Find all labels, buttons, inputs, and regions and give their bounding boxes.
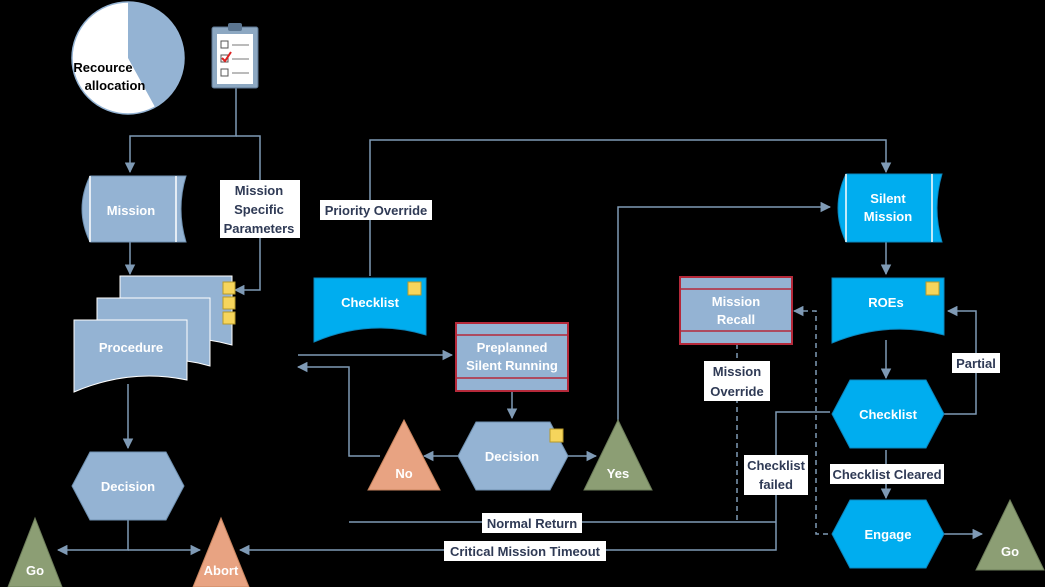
- silent-mission-node: [837, 173, 943, 243]
- roes-label: ROEs: [868, 295, 903, 310]
- yes-node: [583, 418, 653, 491]
- decision-mid-label: Decision: [485, 449, 539, 464]
- procedure-label: Procedure: [99, 340, 163, 355]
- resource-allocation-pie: [71, 1, 185, 115]
- decision-left-node: [71, 451, 185, 521]
- edge-label-mission-specific-2: Specific: [234, 202, 284, 217]
- edge-label-checklist-failed-2: failed: [759, 477, 793, 492]
- resource-allocation-label-1: Recource: [73, 60, 132, 75]
- engage-label: Engage: [865, 527, 912, 542]
- edge-label-priority-override-text: Priority Override: [325, 203, 428, 218]
- edge-label-checklist-cleared: Checklist Cleared: [830, 464, 944, 484]
- edge-label-mission-override-1: Mission: [713, 364, 761, 379]
- preplanned-label-1: Preplanned: [477, 340, 548, 355]
- procedure-node: [73, 275, 236, 393]
- abort-node: [192, 516, 250, 587]
- checklist-right-label: Checklist: [859, 407, 917, 422]
- decision-mid-node: [457, 421, 569, 491]
- go-left-node: [7, 516, 63, 587]
- mission-recall-node: [679, 276, 793, 345]
- edge-label-mission-override-2: Override: [710, 384, 763, 399]
- checklist-right-node: [831, 379, 945, 449]
- checklist-left-node: [313, 277, 427, 343]
- preplanned-label-2: Silent Running: [466, 358, 558, 373]
- checklist-left-label: Checklist: [341, 295, 399, 310]
- edge-label-normal-return: Normal Return: [482, 513, 582, 533]
- mission-node: [81, 175, 187, 243]
- edge-label-normal-return-text: Normal Return: [487, 516, 577, 531]
- go-left-label: Go: [26, 563, 44, 578]
- no-label: No: [395, 466, 412, 481]
- edge-label-critical-timeout: Critical Mission Timeout: [444, 541, 606, 561]
- edge-label-priority-override: Priority Override: [320, 200, 432, 220]
- edge-label-mission-specific-3: Parameters: [224, 221, 295, 236]
- edge-label-critical-timeout-text: Critical Mission Timeout: [450, 544, 601, 559]
- decision-left-label: Decision: [101, 479, 155, 494]
- go-right-label: Go: [1001, 544, 1019, 559]
- mission-recall-label-1: Mission: [712, 294, 760, 309]
- edge-label-checklist-failed: Checklist failed: [744, 455, 808, 495]
- edge-label-checklist-failed-1: Checklist: [747, 458, 805, 473]
- mission-recall-label-2: Recall: [717, 312, 755, 327]
- silent-mission-label-2: Mission: [864, 209, 912, 224]
- edge-label-mission-specific: Mission Specific Parameters: [220, 180, 300, 238]
- silent-mission-label-1: Silent: [870, 191, 906, 206]
- mission-label: Mission: [107, 203, 155, 218]
- edge-label-mission-override: Mission Override: [704, 361, 770, 401]
- clipboard-icon: [211, 23, 259, 89]
- roes-node: [831, 277, 945, 344]
- preplanned-node: [455, 322, 569, 392]
- no-node: [367, 418, 441, 491]
- go-right-node: [975, 498, 1045, 571]
- yes-label: Yes: [607, 466, 629, 481]
- edge-label-mission-specific-1: Mission: [235, 183, 283, 198]
- edge-label-partial: Partial: [952, 353, 1000, 373]
- engage-node: [831, 499, 945, 569]
- resource-allocation-label-2: allocation: [85, 78, 146, 93]
- edge-label-checklist-cleared-text: Checklist Cleared: [832, 467, 941, 482]
- edge-label-partial-text: Partial: [956, 356, 996, 371]
- abort-label: Abort: [204, 563, 239, 578]
